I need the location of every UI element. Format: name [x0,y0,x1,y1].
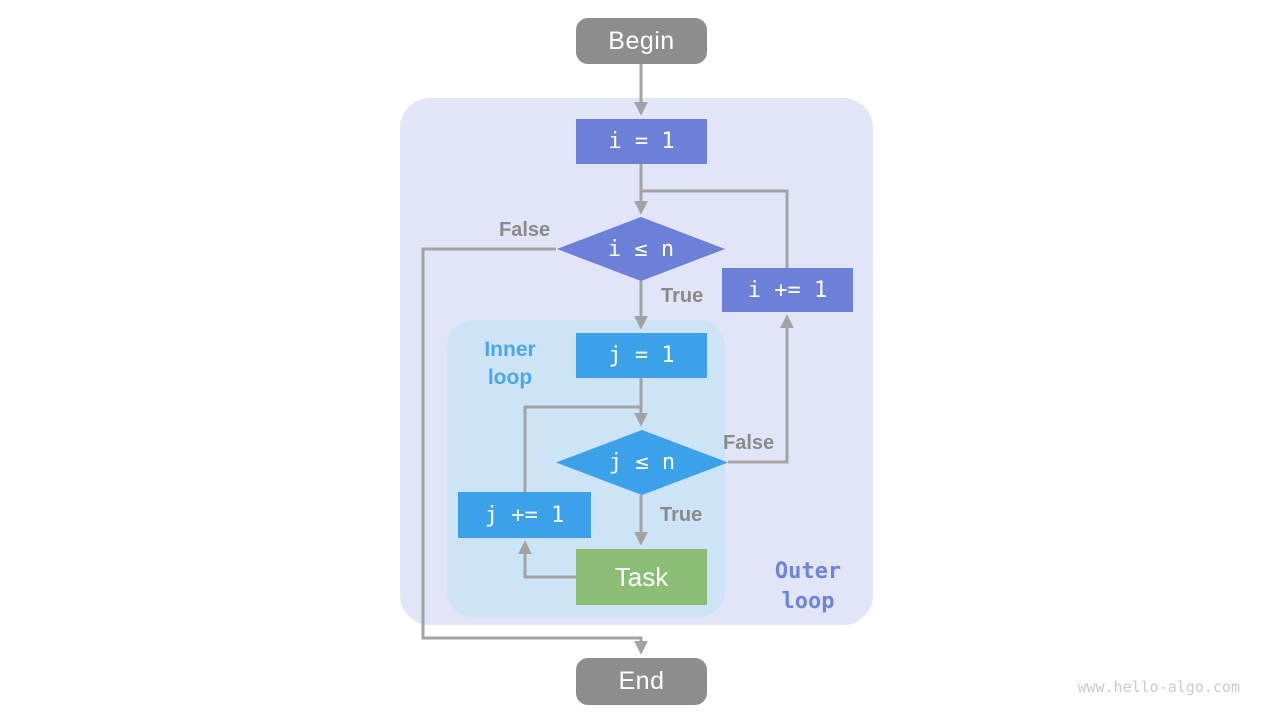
init-j-node: j = 1 [576,333,707,378]
end-node: End [576,658,707,705]
inc-j-node: j += 1 [458,492,591,538]
inner-true-label: True [660,504,703,526]
begin-node: Begin [576,18,707,64]
inner-false-label: False [723,432,775,454]
outer-loop-label: Outer loop [774,559,842,614]
init-i-node: i = 1 [576,119,707,164]
inc-i-node: i += 1 [722,268,853,312]
inner-loop-label: Inner loop [484,338,536,390]
outer-true-label: True [661,285,704,307]
outer-false-label: False [499,219,551,241]
task-node: Task [576,549,707,605]
watermark-text: www.hello-algo.com [1077,678,1240,696]
